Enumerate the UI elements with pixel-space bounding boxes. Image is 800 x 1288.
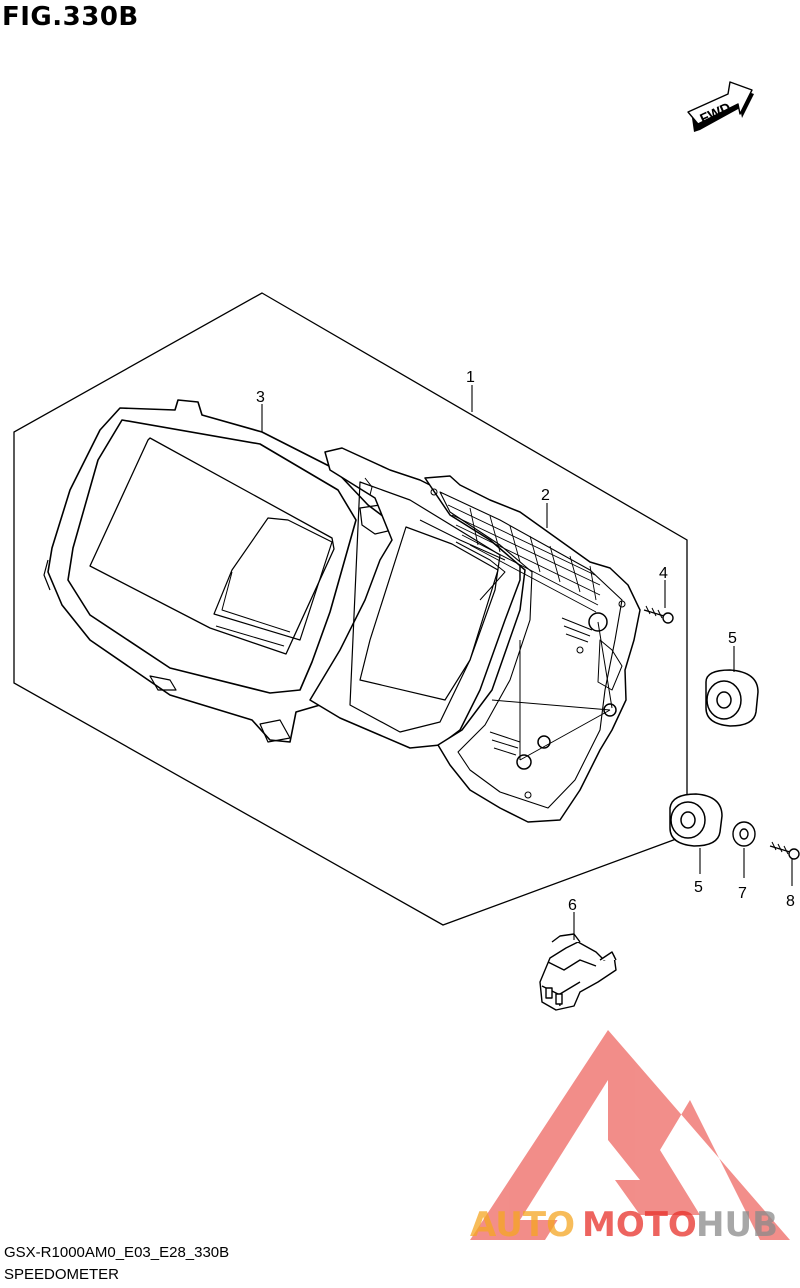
screw-item-8	[769, 841, 800, 860]
fwd-label: FWD	[697, 99, 733, 127]
callout-8: 8	[786, 893, 795, 910]
callout-leaders	[261, 385, 793, 940]
callout-7: 7	[738, 885, 747, 902]
watermark-triangle-inner	[520, 1080, 608, 1220]
footer-part-name: SPEEDOMETER	[4, 1266, 120, 1283]
figure-title: FIG.330B	[2, 2, 139, 32]
connector-item-6	[539, 933, 617, 1011]
mount-boss-lower	[516, 754, 532, 770]
screw-item-4	[643, 605, 674, 624]
assembly-boundary	[13, 292, 688, 926]
callout-2: 2	[541, 487, 550, 504]
watermark-text-moto: MOTO	[582, 1205, 697, 1245]
mount-boss-upper	[588, 612, 608, 632]
callout-6: 6	[568, 897, 577, 914]
callout-4: 4	[659, 565, 668, 582]
rear-case	[424, 475, 641, 823]
grommet-upper	[705, 669, 759, 727]
watermark-text-hub: HUB	[696, 1205, 778, 1245]
grommet-lower	[669, 793, 723, 847]
fwd-badge: FWD	[687, 81, 754, 132]
watermark-logo	[470, 1030, 790, 1240]
mount-boss-center	[537, 735, 551, 749]
callout-1: 1	[466, 369, 475, 386]
watermark-text-auto: AUTO	[470, 1205, 575, 1245]
rear-case-vents	[447, 504, 601, 613]
washer-item-7	[732, 821, 756, 847]
callout-5-upper: 5	[728, 630, 737, 647]
mount-boss-right	[603, 703, 617, 717]
callout-3: 3	[256, 389, 265, 406]
watermark-wordmark: AUTO MOTO HUB	[470, 1205, 778, 1245]
callout-5-lower: 5	[694, 879, 703, 896]
footer-model-code: GSX-R1000AM0_E03_E28_330B	[4, 1244, 230, 1261]
